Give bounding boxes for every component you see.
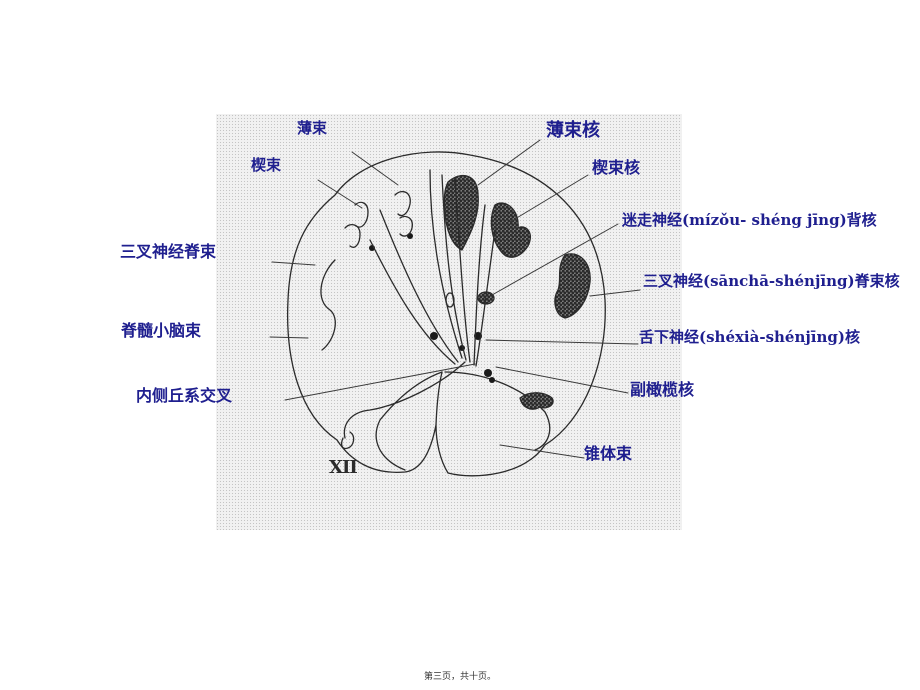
label-spinocerebellar-tract: 脊髓小脑束 bbox=[121, 321, 202, 340]
label-pyramidal-tract: 锥体束 bbox=[584, 444, 633, 463]
label-fasciculus-gracilis: 薄束 bbox=[297, 119, 328, 137]
leader-lines bbox=[269, 139, 641, 459]
medulla-cross-section-figure bbox=[216, 114, 682, 530]
label-accessory-olivary-nucleus: 副橄榄核 bbox=[630, 380, 695, 399]
label-fasciculus-cuneatus: 楔束 bbox=[251, 156, 282, 174]
label-spinal-trigeminal-nucleus: 三叉神经(sānchā-shénjīng)脊束核 bbox=[643, 272, 900, 290]
pyramid-right bbox=[444, 371, 551, 451]
anterior-median-fissure bbox=[435, 371, 443, 426]
label-hypoglossal-nucleus: 舌下神经(shéxià-shénjīng)核 bbox=[639, 328, 860, 346]
label-spinal-trigeminal-tract: 三叉神经脊束 bbox=[120, 242, 217, 261]
roman-numeral-marker: XII bbox=[329, 457, 358, 478]
spinal-trigeminal-nucleus-shape bbox=[554, 253, 591, 319]
pyramid-left bbox=[375, 371, 443, 471]
page-footer: 第三页，共十页。 bbox=[423, 672, 496, 682]
label-nucleus-gracilis: 薄束核 bbox=[546, 120, 600, 141]
inferior-olive-shape bbox=[519, 392, 554, 410]
medulla-drawing bbox=[269, 139, 641, 477]
gracile-nucleus-shape bbox=[443, 174, 479, 251]
label-medial-lemniscus-decussation: 内侧丘系交叉 bbox=[136, 386, 233, 405]
hypoglossal-rootlet bbox=[341, 431, 355, 450]
label-dorsal-vagal-nucleus: 迷走神经(mízǒu- shéng jīng)背核 bbox=[622, 211, 877, 229]
medulla-outline bbox=[286, 151, 606, 477]
spinal-trigeminal-tract bbox=[320, 259, 336, 351]
label-nucleus-cuneatus: 楔束核 bbox=[592, 158, 641, 177]
cuneate-nucleus-shape bbox=[490, 202, 532, 258]
